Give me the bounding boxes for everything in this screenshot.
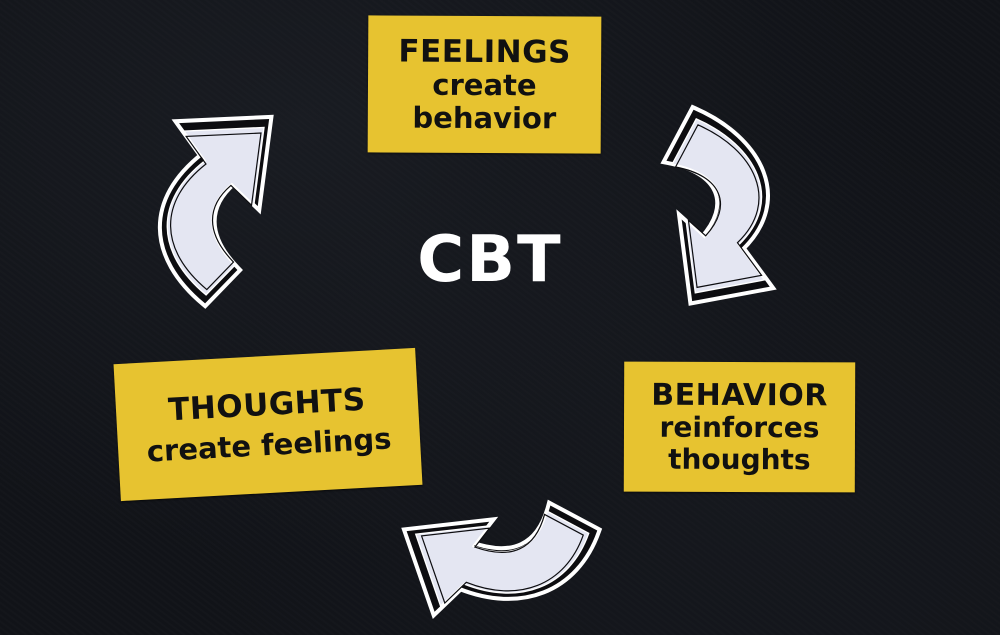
card-behavior-heading: BEHAVIOR: [651, 377, 828, 414]
center-title: CBT: [417, 223, 563, 297]
arrow-top-left-icon: [163, 120, 268, 302]
arrow-bottom-icon: [408, 507, 596, 610]
card-behavior-line-2: thoughts: [668, 442, 811, 477]
card-feelings: FEELINGS create behavior: [367, 15, 602, 154]
card-feelings-heading: FEELINGS: [398, 33, 572, 71]
card-thoughts: THOUGHTS create feelings: [113, 347, 423, 502]
card-thoughts-heading: THOUGHTS: [167, 381, 367, 429]
card-behavior: BEHAVIOR reinforces thoughts: [623, 361, 856, 493]
card-thoughts-line-1: create feelings: [145, 421, 393, 469]
card-feelings-line-2: behavior: [412, 100, 557, 136]
card-behavior-line-1: reinforces: [659, 411, 820, 445]
card-feelings-line-1: create: [432, 68, 537, 103]
arrow-top-right-icon: [668, 111, 768, 300]
